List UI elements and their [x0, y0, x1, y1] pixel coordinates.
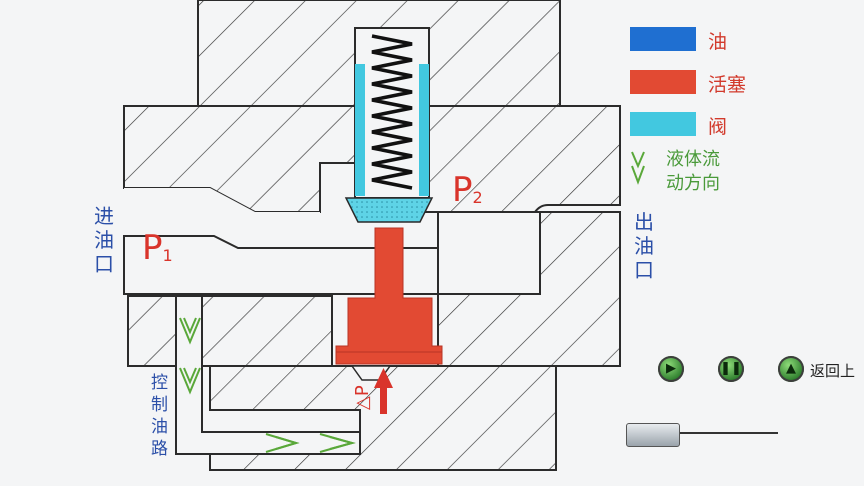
valve-cone [344, 197, 434, 223]
legend-oil-swatch [630, 27, 696, 51]
outlet-label: 出 油 口 [634, 210, 654, 282]
back-label[interactable]: 返回上 [810, 362, 856, 380]
inlet-channel [124, 188, 320, 246]
flow-arrow-right [265, 433, 356, 453]
control-channel [175, 295, 361, 455]
pressure-p2-label: P2 [452, 170, 483, 210]
pause-button[interactable]: ❚❚ [718, 356, 744, 382]
back-button[interactable]: ▲ [778, 356, 804, 382]
piston [335, 227, 443, 365]
legend-oil-label: 油 [708, 31, 728, 53]
body-center-lower [201, 295, 333, 367]
back-icon: ▲ [786, 361, 796, 376]
delta-p-label: △P [352, 385, 373, 410]
slider-track[interactable] [628, 432, 778, 434]
legend-valve-label: 阀 [708, 116, 728, 138]
control-path-label: 控 制 油 路 [151, 373, 168, 459]
legend-piston-label: 活塞 [708, 74, 747, 96]
flow-direction-label: 液体流 动方向 [666, 149, 720, 194]
play-icon: ▶ [666, 361, 676, 376]
body-left [127, 295, 177, 367]
legend-valve-swatch [630, 112, 696, 136]
valve-sleeve-left [355, 64, 365, 196]
pause-icon: ❚❚ [720, 361, 742, 376]
pressure-p1-label: P1 [142, 228, 173, 268]
delta-p-arrow [374, 368, 393, 414]
slider-thumb[interactable] [626, 423, 680, 447]
play-button[interactable]: ▶ [658, 356, 684, 382]
inlet-label: 进 油 口 [94, 204, 114, 276]
flow-direction-icon [631, 151, 645, 185]
outlet-passage [437, 211, 541, 295]
valve-sleeve-right [419, 64, 429, 196]
spring [371, 34, 413, 190]
legend-piston-swatch [630, 70, 696, 94]
flow-arrow-down [179, 317, 201, 395]
